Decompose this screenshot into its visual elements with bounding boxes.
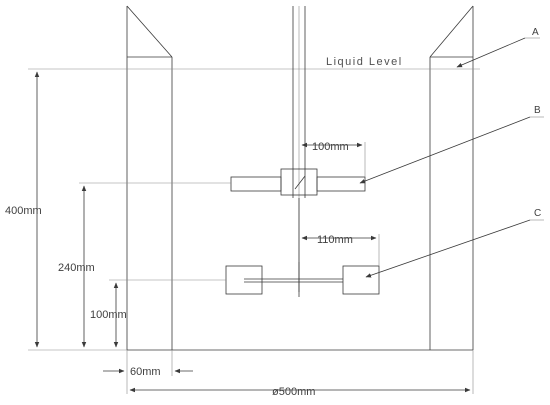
dimension-60-label: 60mm — [130, 366, 161, 378]
callout-c-label: C — [534, 208, 541, 219]
dimension-110-width-label: 110mm — [317, 234, 353, 246]
dimension-100-width — [301, 142, 366, 177]
dimension-100-height-label: 100mm — [90, 309, 127, 321]
left-baffle — [126, 5, 173, 350]
dimension-240-label: 240mm — [58, 262, 95, 274]
dimension-100-height — [109, 279, 226, 348]
upper-impeller — [230, 168, 366, 196]
lower-impeller — [225, 262, 380, 297]
dimension-110-width — [301, 234, 380, 266]
callout-b-leader — [359, 116, 544, 184]
dimension-400 — [28, 71, 127, 351]
callout-a-leader — [456, 37, 540, 68]
callout-b-label: B — [534, 105, 541, 116]
dimension-100-width-label: 100mm — [312, 141, 349, 153]
dimension-60 — [103, 350, 193, 376]
dimension-diameter — [126, 350, 474, 394]
dimension-240 — [79, 182, 231, 348]
right-baffle — [429, 5, 474, 350]
vessel-outline — [126, 6, 474, 351]
dimension-400-label: 400mm — [5, 205, 42, 217]
callout-c-leader — [365, 219, 544, 278]
callout-a-label: A — [532, 27, 539, 38]
impeller-shaft — [292, 6, 306, 292]
dimension-diameter-label: ø500mm — [272, 386, 315, 398]
liquid-level-label: Liquid Level — [326, 56, 403, 68]
